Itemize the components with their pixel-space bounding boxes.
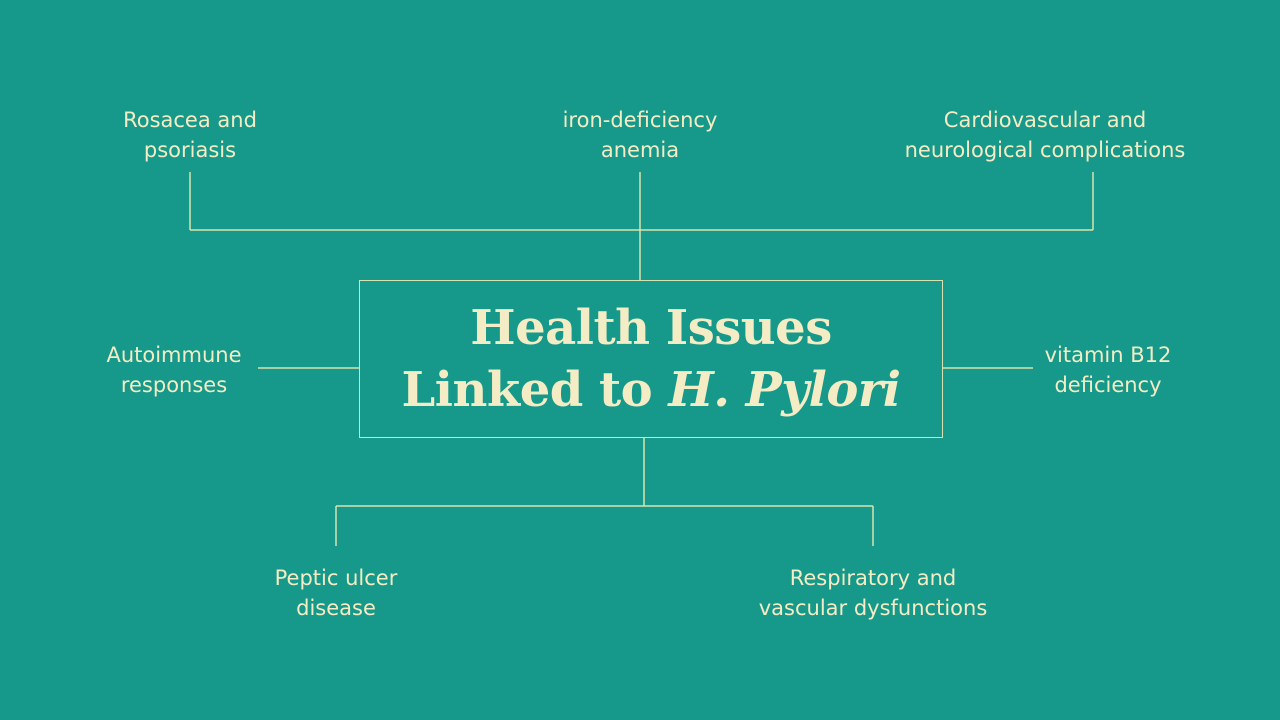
- node-respiratory-vascular: Respiratory and vascular dysfunctions: [758, 566, 988, 620]
- title-line-2-italic: H. Pylori: [668, 362, 901, 418]
- node-autoimmune-responses: Autoimmune responses: [106, 343, 242, 397]
- node-iron-deficiency-anemia: iron-deficiency anemia: [562, 108, 718, 162]
- title-line-2-prefix: Linked to: [401, 362, 669, 418]
- title-line-1: Health Issues: [470, 300, 832, 356]
- central-topic-title: Health Issues Linked to H. Pylori: [402, 297, 901, 421]
- node-peptic-ulcer-disease: Peptic ulcer disease: [274, 566, 398, 620]
- node-vitamin-b12-deficiency: vitamin B12 deficiency: [1044, 343, 1172, 397]
- node-cardiovascular-neurological: Cardiovascular and neurological complica…: [904, 108, 1186, 162]
- node-rosacea-psoriasis: Rosacea and psoriasis: [123, 108, 257, 162]
- central-topic-box: Health Issues Linked to H. Pylori: [359, 280, 943, 438]
